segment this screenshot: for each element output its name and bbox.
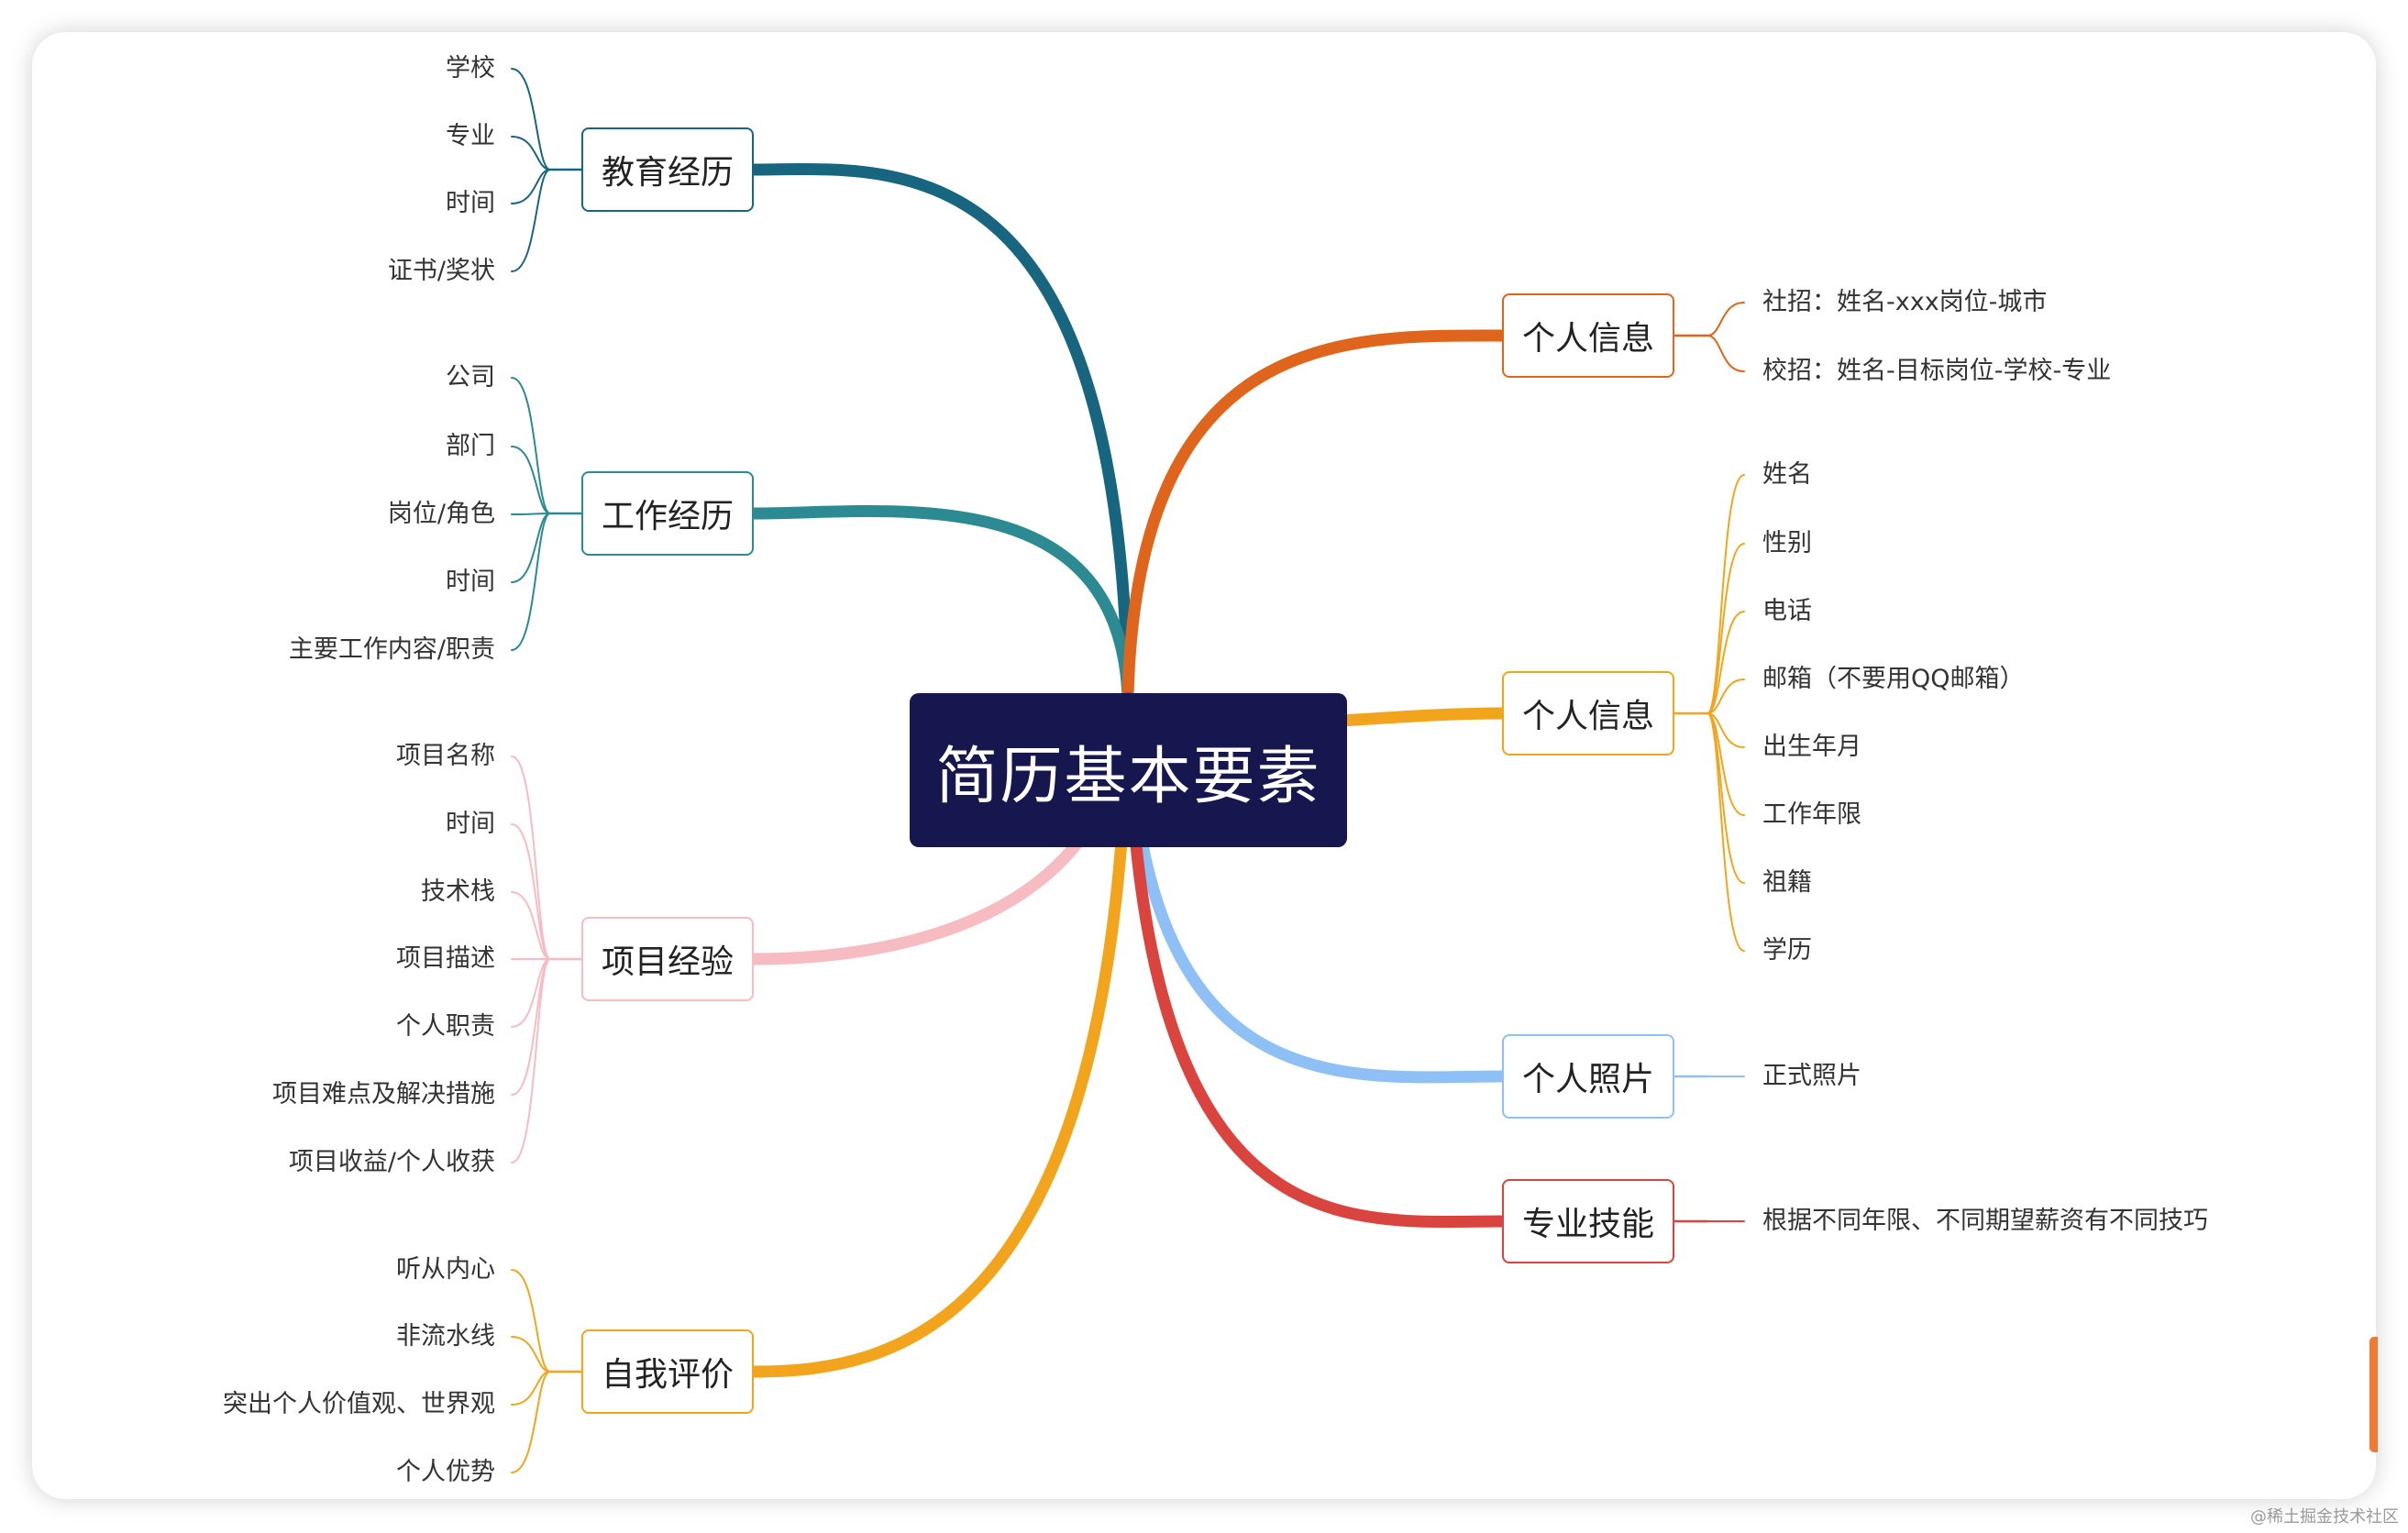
leaf-project-0[interactable]: 项目名称 xyxy=(396,742,495,770)
leaf-connector-info2 xyxy=(1707,543,1745,714)
topic-work[interactable]: 工作经历 xyxy=(581,471,754,556)
leaf-connector-work xyxy=(511,377,551,514)
leaf-self-1[interactable]: 非流水线 xyxy=(396,1322,495,1351)
branch-skills xyxy=(1121,690,1508,1229)
leaf-info1-0[interactable]: 社招：姓名-xxx岗位-城市 xyxy=(1762,288,2048,316)
branch-info1 xyxy=(1121,329,1508,703)
watermark: @稀土掘金技术社区 xyxy=(2250,1507,2399,1527)
branch-work xyxy=(747,505,1134,703)
leaf-connector-work xyxy=(511,446,551,514)
leaf-skills-0[interactable]: 根据不同年限、不同期望薪资有不同技巧 xyxy=(1762,1207,2208,1235)
leaf-connector-info2 xyxy=(1707,712,1745,952)
leaf-connector-info2 xyxy=(1707,611,1745,714)
leaf-connector-project xyxy=(511,823,551,960)
leaf-edu-0[interactable]: 学校 xyxy=(446,54,495,83)
leaf-info2-5[interactable]: 工作年限 xyxy=(1762,800,1861,829)
leaf-connector-info2 xyxy=(1707,712,1745,748)
leaf-connector-info2 xyxy=(1707,678,1745,714)
leaf-connector-project xyxy=(511,891,551,960)
leaf-work-4[interactable]: 主要工作内容/职责 xyxy=(288,635,495,664)
leaf-connector-edu xyxy=(511,136,551,171)
leaf-info2-6[interactable]: 祖籍 xyxy=(1762,868,1812,897)
topic-photo[interactable]: 个人照片 xyxy=(1502,1034,1674,1119)
leaf-project-4[interactable]: 个人职责 xyxy=(396,1012,495,1041)
central-topic[interactable]: 简历基本要素 xyxy=(910,693,1347,847)
leaf-info2-4[interactable]: 出生年月 xyxy=(1762,733,1861,761)
leaf-connector-self xyxy=(511,1336,551,1373)
leaf-edu-1[interactable]: 专业 xyxy=(446,122,495,150)
leaf-connector-project xyxy=(511,958,551,1028)
leaf-self-3[interactable]: 个人优势 xyxy=(396,1458,495,1486)
leaf-connector-info1 xyxy=(1707,302,1745,336)
leaf-connector-info1 xyxy=(1707,335,1745,372)
leaf-project-6[interactable]: 项目收益/个人收获 xyxy=(288,1148,495,1176)
leaf-connector-edu xyxy=(511,68,551,171)
leaf-connector-edu xyxy=(511,169,551,272)
leaf-info2-1[interactable]: 性别 xyxy=(1762,529,1812,557)
leaf-edu-2[interactable]: 时间 xyxy=(446,189,495,217)
leaf-connector-edu xyxy=(511,169,551,204)
leaf-info2-3[interactable]: 邮箱（不要用QQ邮箱） xyxy=(1762,665,2025,693)
branch-edu xyxy=(747,162,1134,703)
leaf-info1-1[interactable]: 校招：姓名-目标岗位-学校-专业 xyxy=(1762,357,2112,385)
topic-personal-info-title[interactable]: 个人信息 xyxy=(1502,293,1674,378)
leaf-connector-work xyxy=(511,513,551,651)
leaf-project-2[interactable]: 技术栈 xyxy=(421,877,495,906)
leaf-connector-info2 xyxy=(1707,474,1745,714)
leaf-connector-info2 xyxy=(1707,712,1745,884)
topic-personal-info[interactable]: 个人信息 xyxy=(1502,671,1674,755)
leaf-info2-2[interactable]: 电话 xyxy=(1762,597,1812,625)
leaf-connector-work xyxy=(511,513,551,515)
leaf-info2-0[interactable]: 姓名 xyxy=(1762,460,1812,489)
leaf-work-0[interactable]: 公司 xyxy=(446,363,495,392)
leaf-self-2[interactable]: 突出个人价值观、世界观 xyxy=(223,1390,495,1418)
leaf-work-1[interactable]: 部门 xyxy=(446,432,495,460)
branch-self xyxy=(747,690,1134,1378)
leaf-project-1[interactable]: 时间 xyxy=(446,810,495,838)
leaf-connector-project xyxy=(511,958,551,1096)
leaf-connector-project xyxy=(511,958,551,1164)
leaf-self-0[interactable]: 听从内心 xyxy=(396,1255,495,1284)
topic-self-evaluation[interactable]: 自我评价 xyxy=(581,1329,754,1414)
topic-education[interactable]: 教育经历 xyxy=(581,127,754,212)
leaf-photo-0[interactable]: 正式照片 xyxy=(1762,1062,1861,1090)
topic-skills[interactable]: 专业技能 xyxy=(1502,1179,1674,1263)
leaf-connector-work xyxy=(511,513,551,583)
leaf-connector-self xyxy=(511,1371,551,1406)
leaf-project-3[interactable]: 项目描述 xyxy=(396,944,495,973)
leaf-project-5[interactable]: 项目难点及解决措施 xyxy=(272,1080,495,1108)
leaf-connector-self xyxy=(511,1269,551,1373)
side-panel-tab[interactable] xyxy=(2369,1337,2378,1452)
leaf-work-2[interactable]: 岗位/角色 xyxy=(387,500,495,528)
topic-project[interactable]: 项目经验 xyxy=(581,917,754,1001)
leaf-info2-7[interactable]: 学历 xyxy=(1762,936,1812,965)
leaf-connector-project xyxy=(511,755,551,960)
branch-photo xyxy=(1121,690,1508,1084)
leaf-connector-self xyxy=(511,1371,551,1473)
leaf-edu-3[interactable]: 证书/奖状 xyxy=(387,257,495,285)
leaf-work-3[interactable]: 时间 xyxy=(446,568,495,596)
